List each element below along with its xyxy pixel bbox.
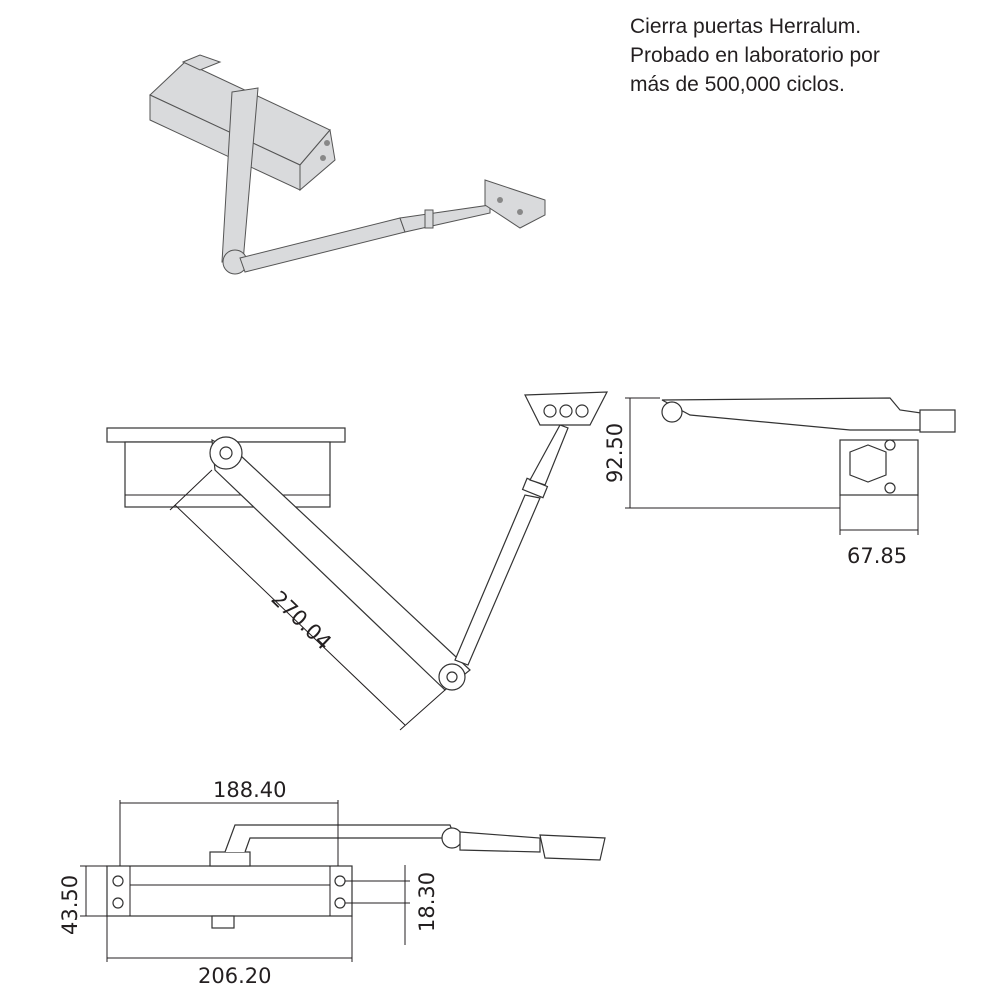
dimension-arm-span: 188.40 (213, 778, 286, 802)
front-view-drawing: 270.04 (106, 391, 609, 731)
side-view-drawing: 92.50 67.85 (603, 397, 956, 568)
dimension-depth-side: 67.85 (847, 544, 907, 568)
door-closer-3d-render (149, 54, 546, 275)
dimension-arm-length: 270.04 (267, 586, 337, 654)
dimension-height-side: 92.50 (603, 423, 627, 483)
top-view-drawing: 188.40 43.50 18.30 206.20 (58, 778, 606, 988)
description-line-3: más de 500,000 ciclos. (630, 73, 845, 96)
description-line-2: Probado en laboratorio por (630, 44, 880, 67)
dimension-hole-spacing: 18.30 (415, 872, 439, 932)
description-line-1: Cierra puertas Herralum. (630, 15, 862, 38)
dimension-body-length: 206.20 (198, 964, 271, 988)
dimension-body-height: 43.50 (58, 875, 82, 935)
product-description: Cierra puertas Herralum. Probado en labo… (630, 12, 880, 99)
